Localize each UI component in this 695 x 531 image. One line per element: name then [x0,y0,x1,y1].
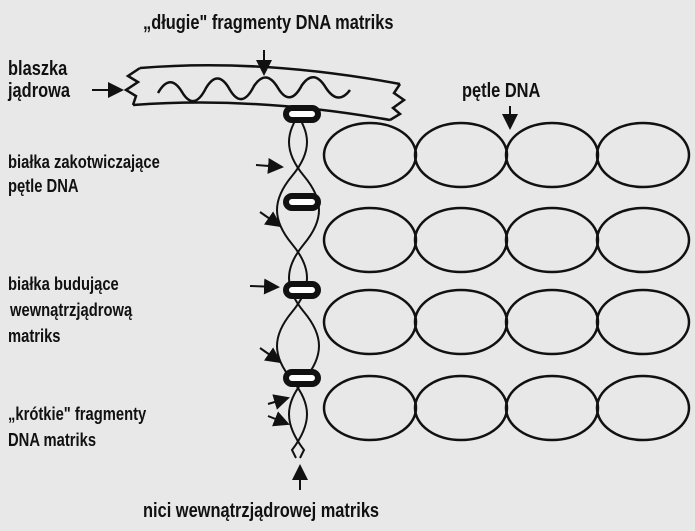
label-anchor-proteins-line2: pętle DNA [8,176,79,197]
protein-block [286,372,318,384]
dna-loop [506,376,598,440]
dna-loop [324,123,416,187]
protein-block [286,196,318,208]
label-lamina-line1: blaszka [8,58,67,80]
dna-loop [597,376,689,440]
arrow-to-matrix-proteins [250,286,278,287]
label-long-fragments: „długie" fragmenty DNA matriks [143,12,393,34]
dna-loop [415,290,507,354]
arrow-to-short-fragments-2 [268,416,288,424]
protein-block [286,284,318,296]
dna-loop [415,208,507,272]
dna-loop [324,290,416,354]
dna-loop [597,123,689,187]
dna-loop [324,208,416,272]
label-lamina-line2: jądrowa [8,80,70,102]
dna-loop [506,208,598,272]
label-matrix-proteins-line1: białka budujące [8,274,119,295]
dna-loop [506,290,598,354]
label-short-fragments-line2: DNA matriks [8,430,96,451]
dna-loop [506,123,598,187]
label-matrix-proteins-line3: matriks [8,326,61,347]
arrow-to-anchor-proteins [256,165,282,167]
long-dna-fragments [158,77,350,101]
dna-loop [597,208,689,272]
dna-loop [415,376,507,440]
label-matrix-threads: nici wewnątrzjądrowej matriks [143,500,379,522]
dna-loop [324,376,416,440]
protein-block [286,108,318,120]
dna-loop [597,290,689,354]
arrow-to-short-fragments [268,398,288,404]
label-matrix-proteins-line2: wewnątrzjądrową [10,300,132,321]
label-short-fragments-line1: „krótkie" fragmenty [8,404,146,425]
label-dna-loops: pętle DNA [462,80,540,102]
dna-loop [415,123,507,187]
label-anchor-proteins-line1: białka zakotwiczające [8,152,160,173]
dna-loops [324,123,689,440]
